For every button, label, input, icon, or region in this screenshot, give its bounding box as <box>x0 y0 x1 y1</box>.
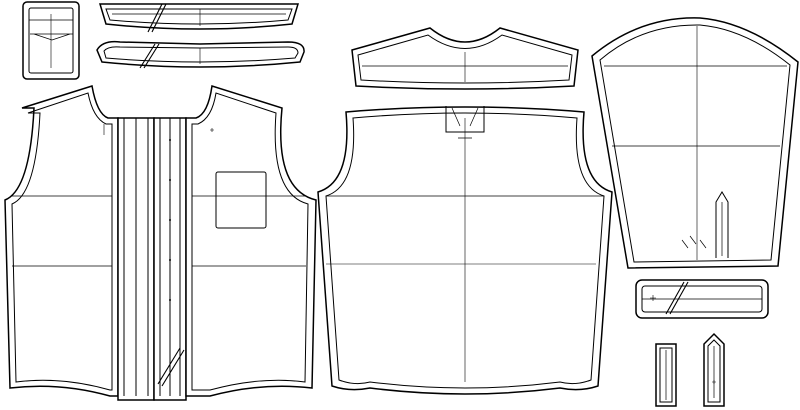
collar-piece <box>96 40 305 69</box>
front-placket-piece <box>117 117 187 401</box>
sleeve-placket-large-piece <box>703 332 725 407</box>
yoke-piece <box>351 27 579 90</box>
front-left-piece <box>4 85 119 397</box>
front-right-piece <box>185 85 317 397</box>
pocket-piece <box>22 1 80 80</box>
sleeve-piece <box>591 17 799 269</box>
collar-band-piece <box>98 3 300 33</box>
back-piece <box>317 106 613 395</box>
sleeve-placket-small-piece <box>655 343 677 407</box>
cuff-piece <box>635 279 769 319</box>
